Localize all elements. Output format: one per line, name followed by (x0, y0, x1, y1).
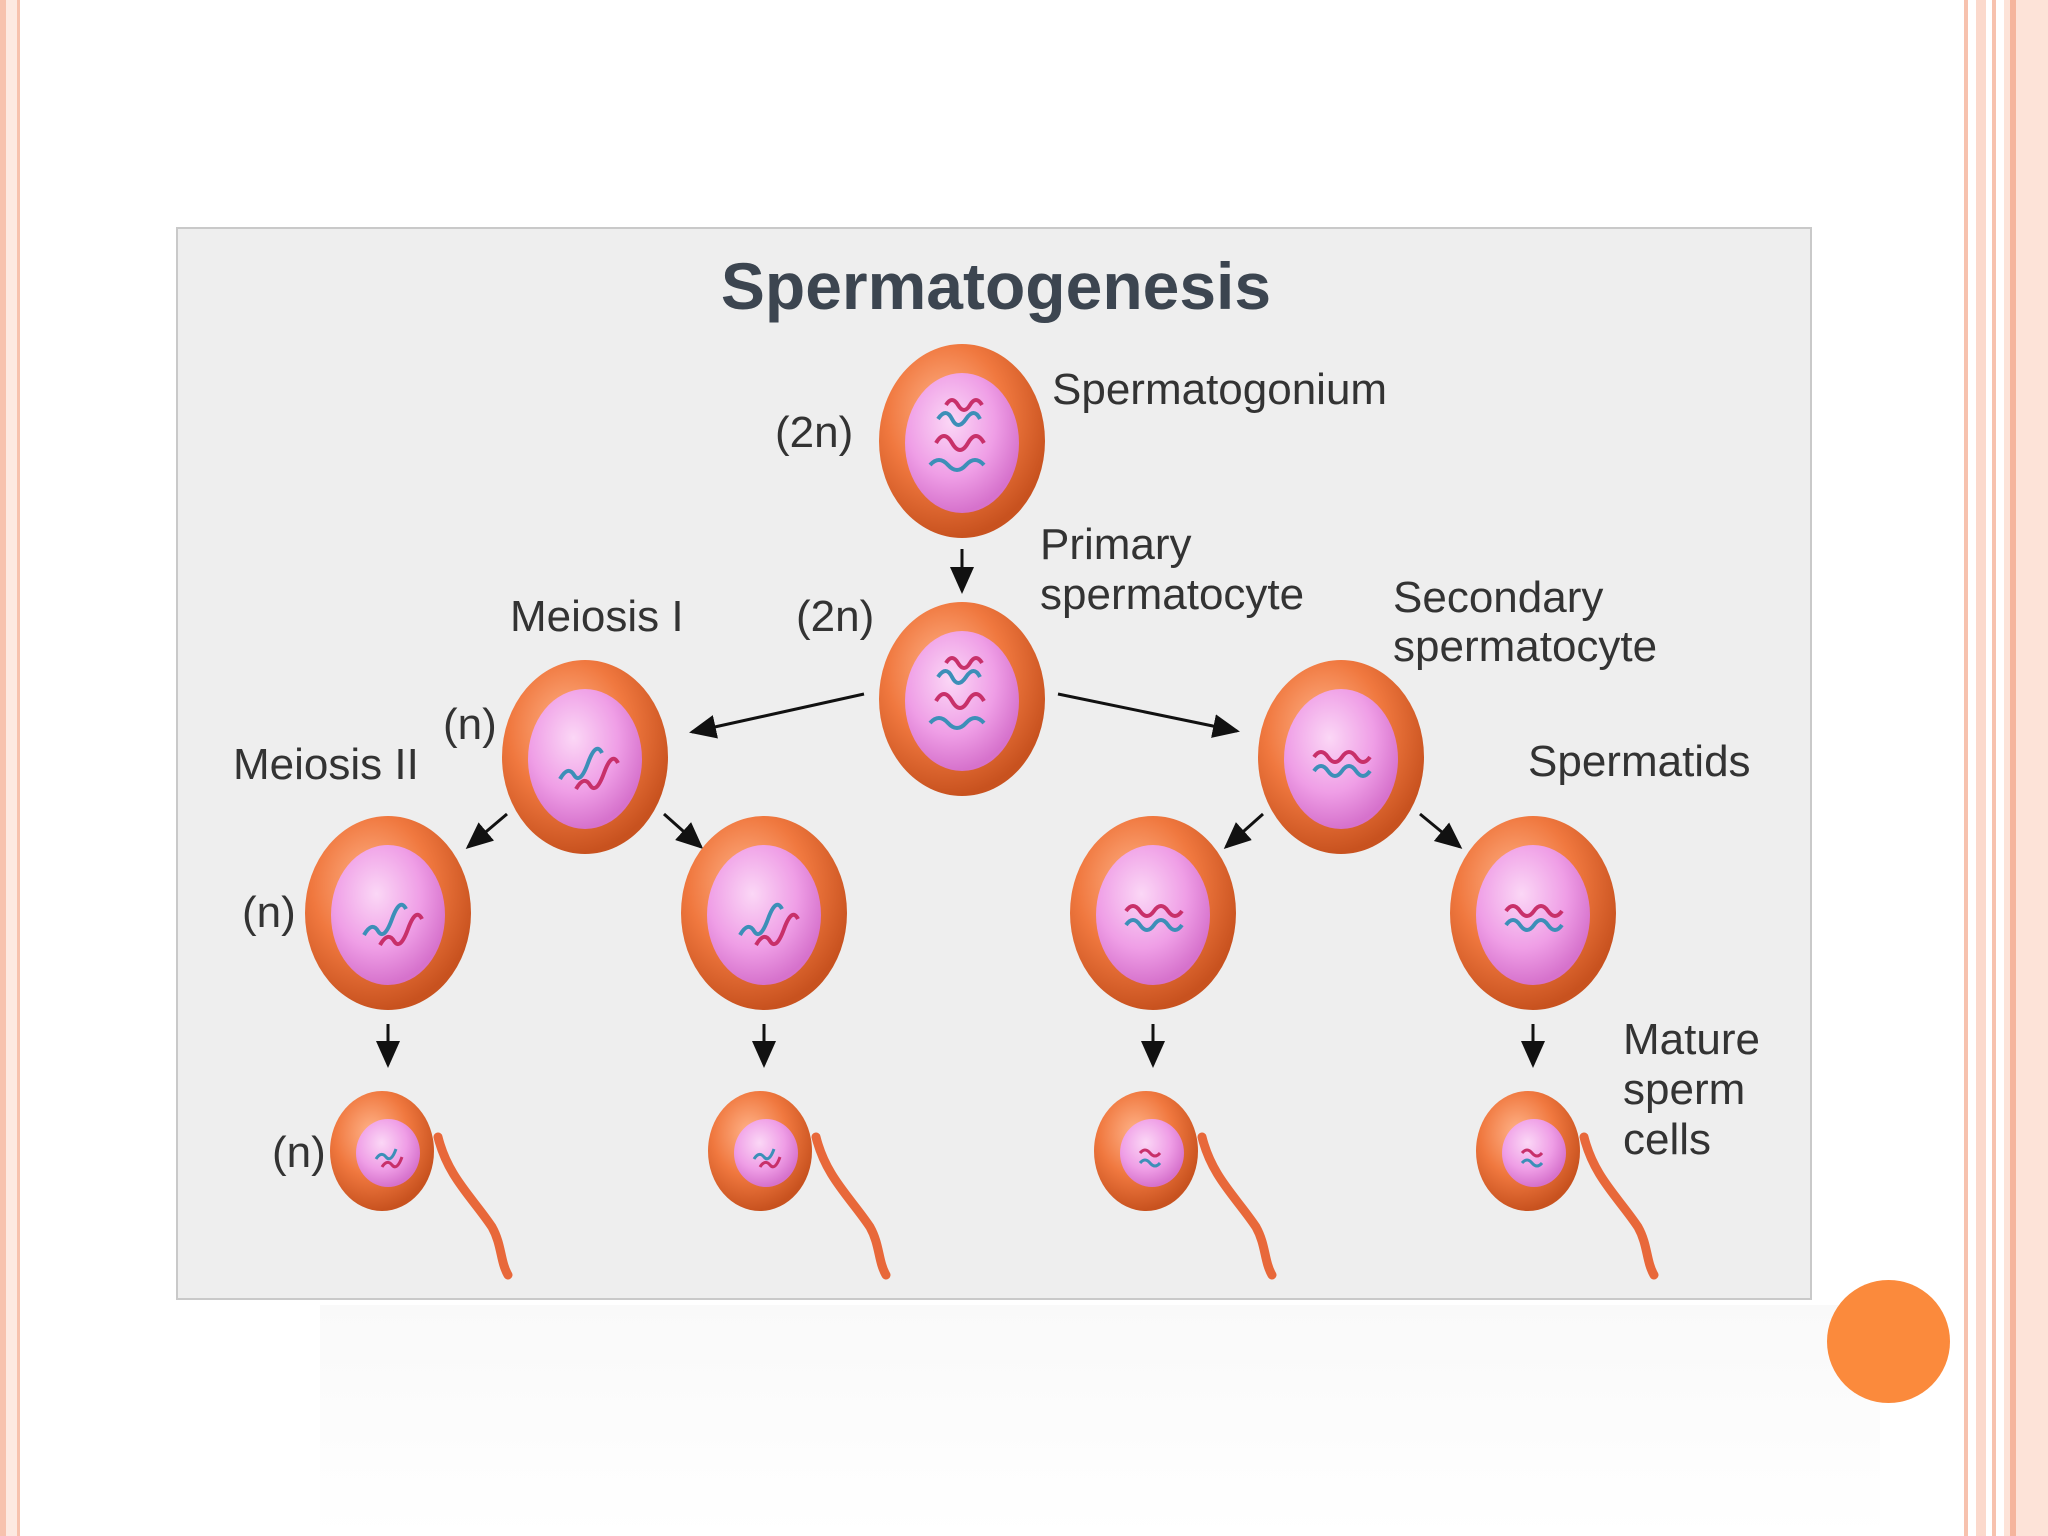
sperm-cell-2 (708, 1091, 891, 1280)
arrow-meiosis2-lr (663, 812, 704, 849)
label-spermatids: Spermatids (1528, 737, 1751, 786)
spermatogonium-cell (879, 344, 1045, 538)
ploidy-primary: (2n) (796, 592, 874, 641)
ploidy-secondary: (n) (443, 700, 497, 749)
sperm-cell-3 (1094, 1091, 1277, 1280)
arrow-meiosis2-ll (465, 812, 508, 849)
diagram-canvas: Spermatogenesis (233, 249, 1760, 1280)
arrow-primary-to-left (689, 692, 865, 739)
arrow-meiosis2-rl (1223, 812, 1264, 849)
label-secondary-line1: Secondary (1393, 573, 1603, 622)
label-spermatogonium: Spermatogonium (1052, 365, 1387, 414)
ploidy-sperm: (n) (272, 1128, 326, 1177)
primary-spermatocyte-cell (879, 602, 1045, 796)
arrow-meiosis2-rr (1419, 812, 1463, 849)
label-meiosis-1: Meiosis I (510, 592, 684, 641)
arrow-primary-to-right (1057, 692, 1240, 738)
spermatogenesis-figure: Spermatogenesis (176, 227, 1812, 1300)
label-mature-line2: sperm (1623, 1065, 1745, 1114)
secondary-spermatocyte-left (502, 660, 668, 854)
label-meiosis-2: Meiosis II (233, 740, 419, 789)
diagram-title: Spermatogenesis (721, 249, 1271, 323)
arrows (376, 549, 1545, 1068)
sperm-cell-1 (330, 1091, 513, 1280)
label-secondary-line2: spermatocyte (1393, 622, 1657, 671)
ploidy-spermatid: (n) (242, 888, 296, 937)
spermatid-2 (681, 816, 847, 1010)
slide-border-left (0, 0, 20, 1536)
sperm-cell-4 (1476, 1091, 1659, 1280)
spermatid-3 (1070, 816, 1236, 1010)
figure-reflection (320, 1305, 1880, 1536)
spermatid-4 (1450, 816, 1616, 1010)
label-mature-line1: Mature (1623, 1015, 1760, 1064)
spermatid-1 (305, 816, 471, 1010)
label-mature-line3: cells (1623, 1115, 1711, 1164)
secondary-spermatocyte-right (1258, 660, 1424, 854)
label-primary-line2: spermatocyte (1040, 570, 1304, 619)
ploidy-spermatogonium: (2n) (775, 408, 853, 457)
slide-border-right (1958, 0, 2048, 1536)
label-primary-line1: Primary (1040, 520, 1192, 569)
accent-dot (1827, 1280, 1950, 1403)
